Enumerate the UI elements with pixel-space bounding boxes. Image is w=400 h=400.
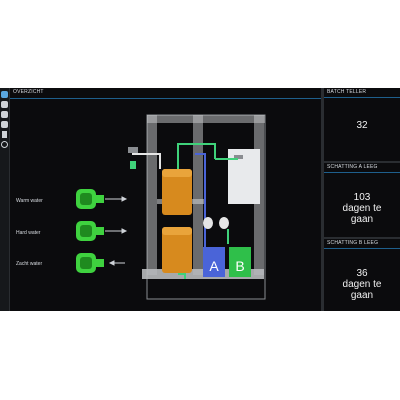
panel-title: SCHATTING B LEEG <box>327 240 379 246</box>
tank-a-label: A <box>209 258 219 274</box>
gear-icon[interactable] <box>1 141 8 148</box>
page-title: OVERZICHT <box>13 89 44 95</box>
flow-label-soft-water: Zacht water <box>16 261 42 267</box>
dosing-valve[interactable] <box>128 147 138 169</box>
side-toolbar <box>0 88 10 311</box>
estimate-b-panel: SCHATTING B LEEG 36 dagen te gaan <box>324 239 400 311</box>
panel-header: SCHATTING A LEEG <box>324 163 400 173</box>
panel-header: BATCH TELLER <box>324 88 400 98</box>
panel-divider <box>321 88 324 311</box>
panel-header: SCHATTING B LEEG <box>324 239 400 249</box>
sensor-2 <box>219 217 229 229</box>
home-icon[interactable] <box>1 91 8 98</box>
flow-label-warm-water: Warm water <box>16 198 43 204</box>
box-icon[interactable] <box>1 121 8 128</box>
pump-soft-water[interactable] <box>76 253 104 273</box>
process-diagram: Warm water Hard water Zacht water <box>16 114 266 300</box>
estimate-a-days: 103 <box>353 192 371 203</box>
tank-a[interactable]: A <box>203 247 225 277</box>
estimate-b-text-2: gaan <box>350 290 374 301</box>
overview-header: OVERZICHT <box>10 88 321 99</box>
flow-label-hard-water: Hard water <box>16 230 41 236</box>
estimate-a-panel: SCHATTING A LEEG 103 dagen te gaan <box>324 163 400 237</box>
app-window: OVERZICHT Warm water Hard water Zacht wa… <box>0 88 400 311</box>
pump-warm-water[interactable] <box>76 189 104 209</box>
document-icon[interactable] <box>2 131 7 138</box>
vessel-upper[interactable] <box>162 169 192 215</box>
panel-title: BATCH TELLER <box>327 89 367 95</box>
control-cabinet[interactable] <box>228 149 260 204</box>
estimate-a-text-2: gaan <box>350 214 374 225</box>
vessel-lower[interactable] <box>162 227 192 273</box>
pump-hard-water[interactable] <box>76 221 104 241</box>
sensor-1 <box>203 217 213 229</box>
panel-separator <box>324 237 400 239</box>
tank-b[interactable]: B <box>229 247 251 277</box>
cube-icon[interactable] <box>1 111 8 118</box>
tank-b-label: B <box>235 258 244 274</box>
panel-separator <box>324 161 400 163</box>
estimate-b-days: 36 <box>356 268 368 279</box>
estimate-a-text-1: dagen te <box>342 203 382 214</box>
flow-arrows <box>105 196 128 266</box>
pipes <box>132 143 238 279</box>
panel-title: SCHATTING A LEEG <box>327 164 378 170</box>
estimate-b-text-1: dagen te <box>342 279 382 290</box>
batch-counter-panel: BATCH TELLER 32 <box>324 88 400 161</box>
settings-icon[interactable] <box>1 101 8 108</box>
batch-counter-value: 32 <box>356 120 368 131</box>
